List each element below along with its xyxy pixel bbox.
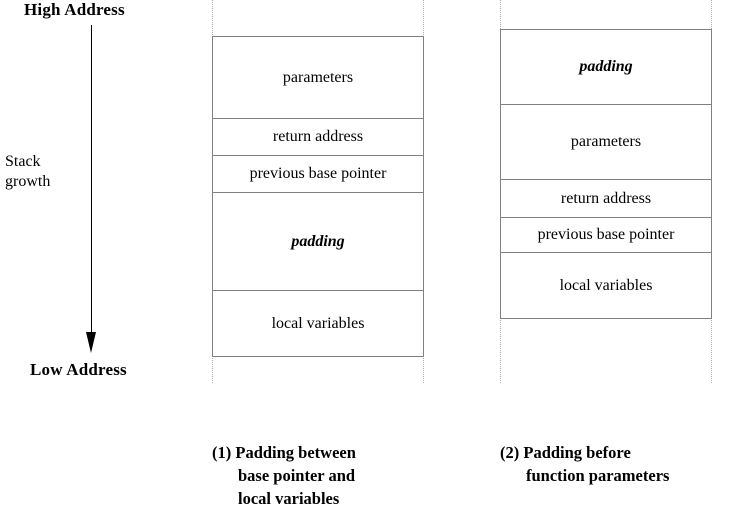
- stack-1-cell-return-address: return address: [213, 119, 423, 156]
- stack-2-cell-return-address: return address: [501, 180, 711, 218]
- stack-2-cell-parameters: parameters: [501, 105, 711, 180]
- stack-1-cell-parameters: parameters: [213, 37, 423, 119]
- caption-1-line1: (1) Padding between: [212, 443, 356, 462]
- down-arrow-icon-shaft: [91, 25, 92, 338]
- stack-growth-label-line1: Stack: [5, 153, 41, 170]
- caption-1: (1) Padding between base pointer and loc…: [212, 441, 356, 510]
- caption-1-line2: base pointer and: [238, 466, 356, 485]
- caption-1-line3: local variables: [238, 489, 340, 508]
- stack-1-cell-padding: padding: [213, 193, 423, 291]
- stack-growth-label-line2: growth: [5, 173, 51, 190]
- caption-2: (2) Padding before function parameters: [500, 441, 669, 487]
- low-address-label: Low Address: [30, 360, 127, 379]
- stack-2-cell-padding: padding: [501, 30, 711, 105]
- stack-1-cell-local-variables: local variables: [271, 314, 365, 332]
- caption-2-line1: (2) Padding before: [500, 443, 631, 462]
- stack-1-cell-previous-base-pointer: previous base pointer: [213, 156, 423, 193]
- stack-2-cell-local-variables: local variables: [559, 276, 653, 294]
- high-address-label: High Address: [24, 0, 125, 19]
- caption-2-line2: function parameters: [526, 466, 670, 485]
- stack-2-cell-previous-base-pointer: previous base pointer: [501, 218, 711, 253]
- down-arrow-icon-head: [86, 332, 96, 353]
